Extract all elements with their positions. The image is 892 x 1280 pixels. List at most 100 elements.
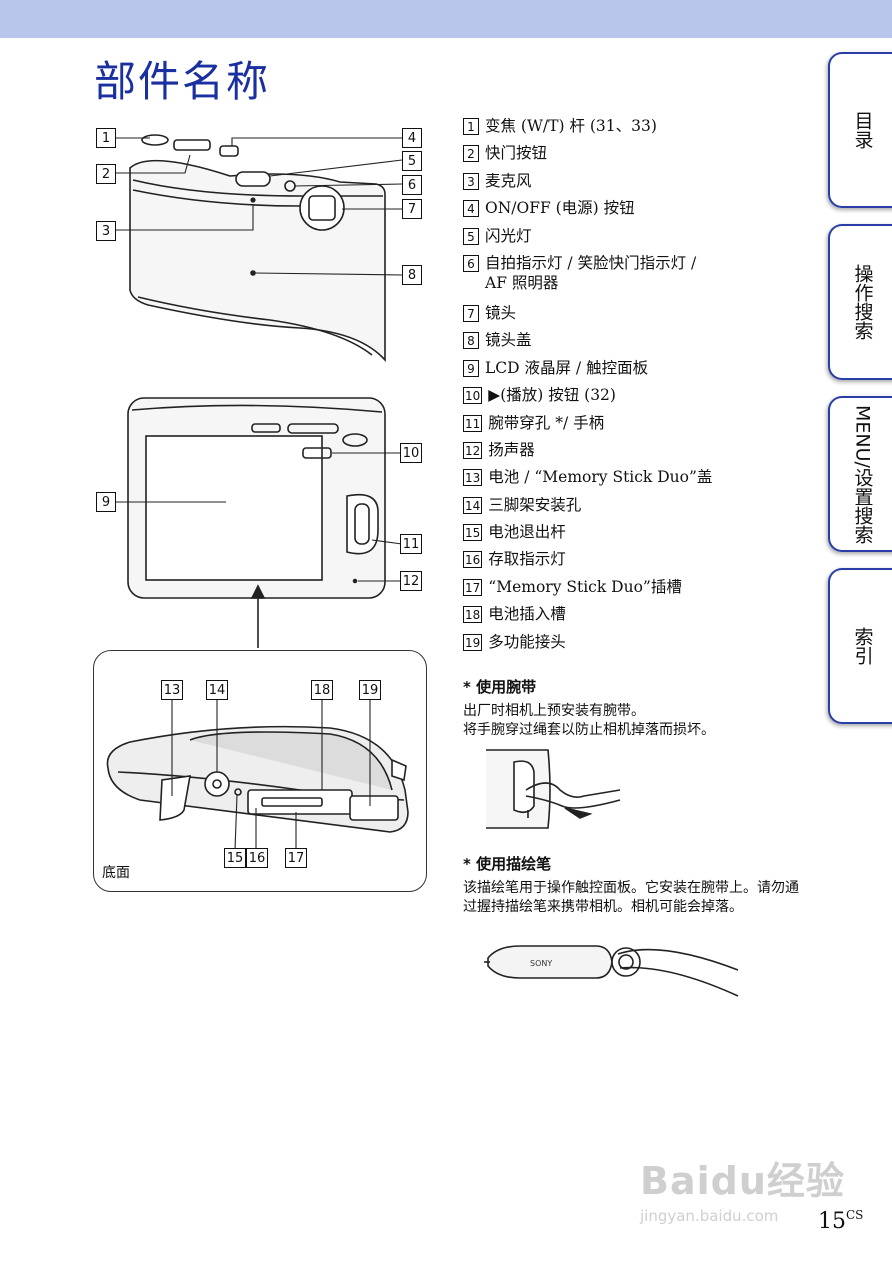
list-item: 15 电池退出杆	[463, 522, 823, 549]
camera-bottom-illustration	[106, 725, 409, 833]
parts-list: 1 变焦 (W/T) 杆 (31、33) 2 快门按钮 3 麦克风 4 ON/OFF (…	[463, 116, 823, 659]
part-label: 电池 / “Memory Stick Duo”盖	[488, 468, 713, 487]
watermark-brand: Baidu经验	[640, 1159, 845, 1203]
list-item: 3 麦克风	[463, 171, 823, 198]
part-number: 9	[463, 359, 479, 377]
part-number: 1	[463, 118, 479, 135]
tab-menu-settings-search-label: MENU/设置搜索	[851, 404, 874, 544]
part-label: 存取指示灯	[488, 550, 566, 569]
list-item: 13 电池 / “Memory Stick Duo”盖	[463, 467, 823, 494]
callout-7: 7	[402, 199, 422, 219]
part-number: 7	[463, 304, 479, 322]
list-item: 10 ▶(播放) 按钮 (32)	[463, 385, 823, 412]
part-label: ON/OFF (电源) 按钮	[485, 199, 635, 218]
tab-operation-search[interactable]: 操作搜索	[828, 224, 892, 380]
part-number: 15	[463, 524, 483, 542]
tab-index-label: 索引	[851, 627, 874, 665]
callout-15: 15	[224, 848, 246, 868]
part-label: 电池退出杆	[488, 523, 566, 542]
list-item: 5 闪光灯	[463, 226, 823, 253]
list-item: 17 “Memory Stick Duo”插槽	[463, 577, 823, 604]
tab-operation-search-label: 操作搜索	[851, 264, 874, 340]
callout-1: 1	[96, 128, 116, 148]
part-label: 三脚架安装孔	[488, 495, 582, 514]
bottom-view-frame	[93, 650, 427, 892]
callout-18: 18	[311, 680, 333, 700]
tab-contents[interactable]: 目录	[828, 52, 892, 208]
part-number: 19	[463, 633, 483, 651]
part-label: LCD 液晶屏 / 触控面板	[485, 358, 649, 377]
callout-2: 2	[96, 164, 116, 184]
part-number: 3	[463, 172, 479, 190]
part-label: 变焦 (W/T) 杆 (31、33)	[485, 117, 657, 135]
part-number: 2	[463, 145, 479, 163]
callout-16: 16	[246, 848, 268, 868]
callout-6: 6	[402, 175, 422, 195]
part-label: 多功能接头	[488, 632, 566, 651]
part-number: 17	[463, 578, 483, 596]
part-label: 快门按钮	[485, 144, 548, 163]
list-item: 14 三脚架安装孔	[463, 495, 823, 522]
tab-index[interactable]: 索引	[828, 568, 892, 724]
callout-10: 10	[400, 443, 422, 463]
list-item: 11 腕带穿孔 */ 手柄	[463, 413, 823, 440]
part-label: “Memory Stick Duo”插槽	[488, 577, 682, 596]
part-number: 6	[463, 254, 479, 272]
camera-front-illustration	[129, 134, 386, 363]
tab-menu-settings-search[interactable]: MENU/设置搜索	[828, 396, 892, 552]
part-number: 14	[463, 496, 483, 514]
stylus-brand-text: SONY	[530, 959, 552, 968]
callout-19: 19	[359, 680, 381, 700]
part-number: 12	[463, 441, 483, 459]
list-item: 9 LCD 液晶屏 / 触控面板	[463, 358, 823, 385]
page-number-value: 15	[818, 1209, 846, 1234]
list-item: 16 存取指示灯	[463, 549, 823, 576]
callout-9: 9	[96, 492, 116, 512]
list-item: 4 ON/OFF (电源) 按钮	[463, 198, 823, 225]
list-item: 12 扬声器	[463, 440, 823, 467]
stylus-note-body: 该描绘笔用于操作触控面板。它安装在腕带上。请勿通过握持描绘笔来携带相机。相机可能…	[463, 880, 799, 915]
part-label: 闪光灯	[485, 226, 532, 245]
wrist-strap-illustration	[486, 749, 621, 829]
part-label: ▶(播放) 按钮 (32)	[488, 386, 616, 405]
callout-3: 3	[96, 221, 116, 241]
part-label: 镜头盖	[485, 331, 532, 350]
part-number: 11	[463, 414, 483, 432]
list-item: 1 变焦 (W/T) 杆 (31、33)	[463, 116, 823, 143]
part-number: 13	[463, 469, 483, 487]
callout-4: 4	[402, 128, 422, 148]
callout-11: 11	[400, 534, 422, 554]
part-label: 腕带穿孔 */ 手柄	[488, 413, 605, 432]
part-number: 18	[463, 606, 483, 624]
callout-14: 14	[206, 680, 228, 700]
tab-contents-label: 目录	[851, 111, 874, 149]
stylus-illustration	[484, 945, 739, 997]
watermark-url: jingyan.baidu.com	[640, 1207, 779, 1225]
camera-back-illustration	[127, 397, 386, 599]
callout-8: 8	[402, 265, 422, 285]
strap-note-heading: * 使用腕带	[463, 678, 537, 696]
callout-5: 5	[402, 151, 422, 171]
list-item: 19 多功能接头	[463, 632, 823, 659]
watermark: Baidu经验 jingyan.baidu.com	[640, 1150, 845, 1225]
part-number: 4	[463, 200, 479, 218]
stylus-note-heading: * 使用描绘笔	[463, 855, 552, 873]
part-number: 16	[463, 551, 483, 569]
part-label: 扬声器	[488, 440, 535, 459]
part-number: 5	[463, 227, 479, 245]
part-label: 自拍指示灯 / 笑脸快门指示灯 / AF 照明器	[485, 253, 697, 292]
bottom-view-label: 底面	[102, 865, 130, 881]
strap-note-body: 出厂时相机上预安装有腕带。 将手腕穿过绳套以防止相机掉落而损坏。	[463, 703, 715, 738]
list-item: 8 镜头盖	[463, 330, 823, 357]
callout-17: 17	[285, 848, 307, 868]
page-number-suffix: CS	[846, 1208, 864, 1222]
part-number: 8	[463, 332, 479, 350]
part-number: 10	[463, 387, 483, 405]
list-item: 2 快门按钮	[463, 143, 823, 170]
page-title: 部件名称	[94, 57, 271, 106]
part-label: 麦克风	[485, 171, 532, 190]
callout-13: 13	[161, 680, 183, 700]
